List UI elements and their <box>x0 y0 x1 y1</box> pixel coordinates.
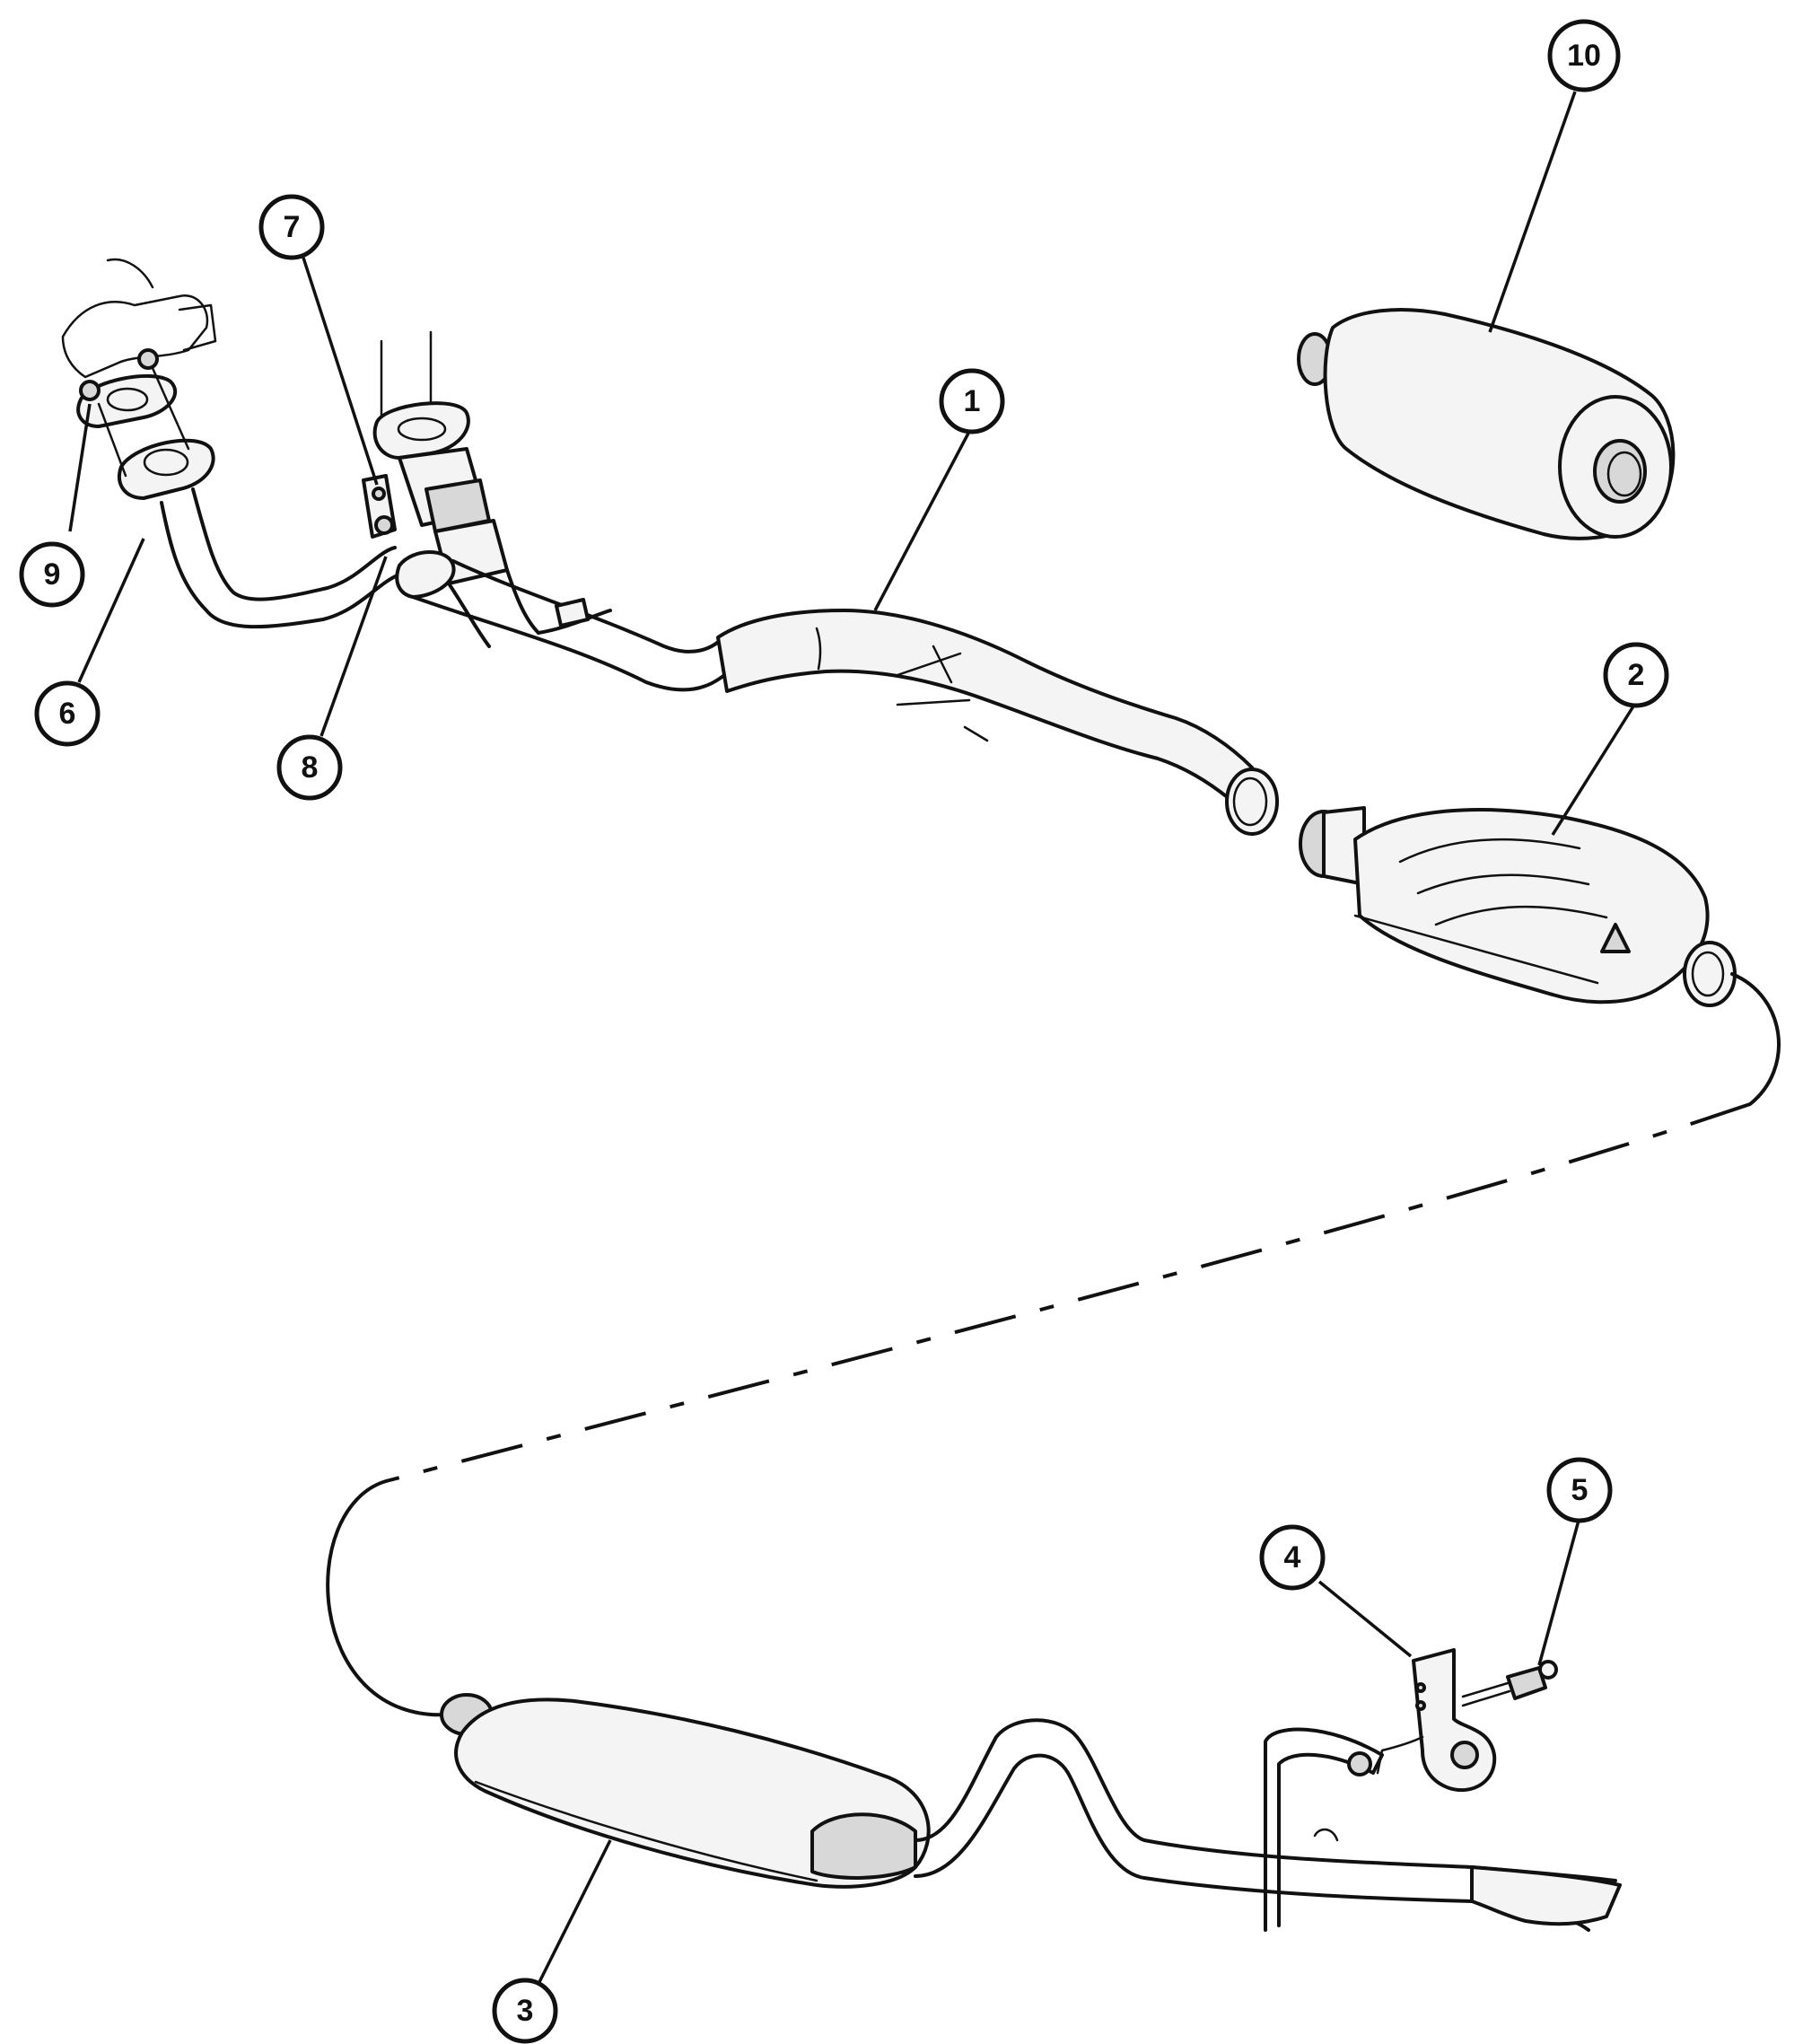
callout-5-label: 5 <box>1571 1473 1589 1507</box>
y-pipe-part-1 <box>411 559 1279 836</box>
catalytic-converter-part-2 <box>1299 806 1737 1007</box>
leader-lines <box>68 91 1638 1985</box>
callout-6: 6 <box>34 680 101 747</box>
callout-8: 8 <box>276 734 343 801</box>
callout-1: 1 <box>939 368 1005 434</box>
right-downpipe-flange <box>372 330 540 648</box>
pipe-routing-line <box>326 972 1781 1717</box>
tailpipe <box>914 1718 1622 1932</box>
callout-10-label: 10 <box>1567 39 1601 73</box>
callout-2: 2 <box>1603 642 1669 708</box>
clamp-8 <box>395 550 456 599</box>
bolt-part-5 <box>1461 1660 1558 1707</box>
callout-4: 4 <box>1259 1524 1326 1591</box>
callout-9: 9 <box>19 541 85 608</box>
callout-4-label: 4 <box>1284 1540 1301 1575</box>
resonator-part-10 <box>1297 308 1676 540</box>
muffler-part-3 <box>440 1693 931 1889</box>
hanger-bracket-7 <box>362 474 397 539</box>
hanger-bracket-part-4 <box>1376 1648 1497 1793</box>
callout-10: 10 <box>1547 19 1621 92</box>
exhaust-manifold-outlet <box>61 258 217 379</box>
tailpipe-hanger-rod <box>1264 1727 1384 1932</box>
left-downpipe <box>160 487 401 629</box>
callout-7: 7 <box>258 194 325 260</box>
callout-8-label: 8 <box>302 750 319 785</box>
callout-3-label: 3 <box>517 1994 534 2028</box>
callout-9-label: 9 <box>44 557 61 592</box>
callout-3: 3 <box>492 1978 558 2044</box>
callout-7-label: 7 <box>284 210 301 244</box>
callout-5: 5 <box>1546 1457 1613 1523</box>
callout-2-label: 2 <box>1628 658 1645 692</box>
left-flange-gasket <box>76 348 215 500</box>
callout-1-label: 1 <box>964 384 981 418</box>
callout-6-label: 6 <box>59 697 76 731</box>
